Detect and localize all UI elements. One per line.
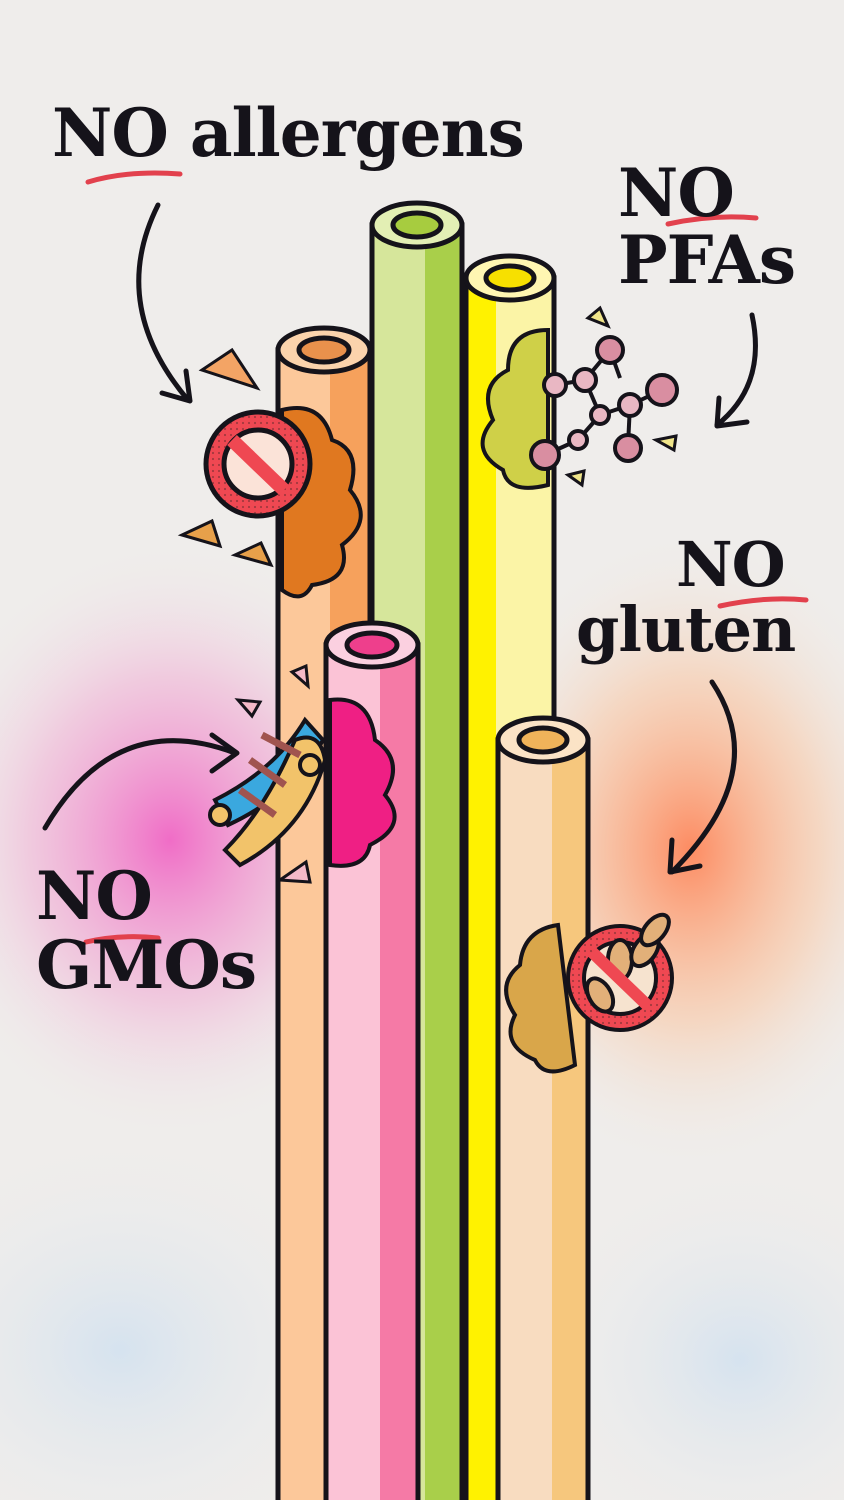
label-gmos: GMOs — [36, 926, 257, 1005]
label-allergens: allergens — [189, 94, 525, 172]
arrow-gmos — [42, 738, 238, 831]
fragments — [177, 305, 678, 884]
label-gluten: gluten — [576, 593, 796, 667]
label-no-gmos: NO GMOs — [36, 857, 257, 1005]
label-no: NO — [36, 857, 153, 935]
no-symbol-icon — [203, 409, 313, 519]
arrow-pfas — [714, 312, 758, 428]
label-no: NO — [676, 528, 786, 601]
straw-pink — [323, 620, 421, 1500]
label-pfas: PFAs — [618, 221, 796, 300]
molecule-icon — [529, 335, 679, 471]
straw-cream — [495, 715, 591, 1500]
wheat-icon — [566, 912, 674, 1032]
arrow-gluten — [669, 679, 737, 875]
dna-icon — [208, 716, 328, 868]
label-no: NO — [618, 154, 735, 232]
arrow-allergens — [136, 202, 191, 403]
label-no-gluten: NO gluten — [576, 528, 796, 667]
label-no-pfas: NO PFAs — [618, 154, 796, 300]
no-underlines — [83, 170, 809, 945]
arrows — [42, 202, 758, 875]
label-no-allergens: NO allergens — [52, 100, 525, 166]
label-no: NO — [52, 94, 169, 172]
